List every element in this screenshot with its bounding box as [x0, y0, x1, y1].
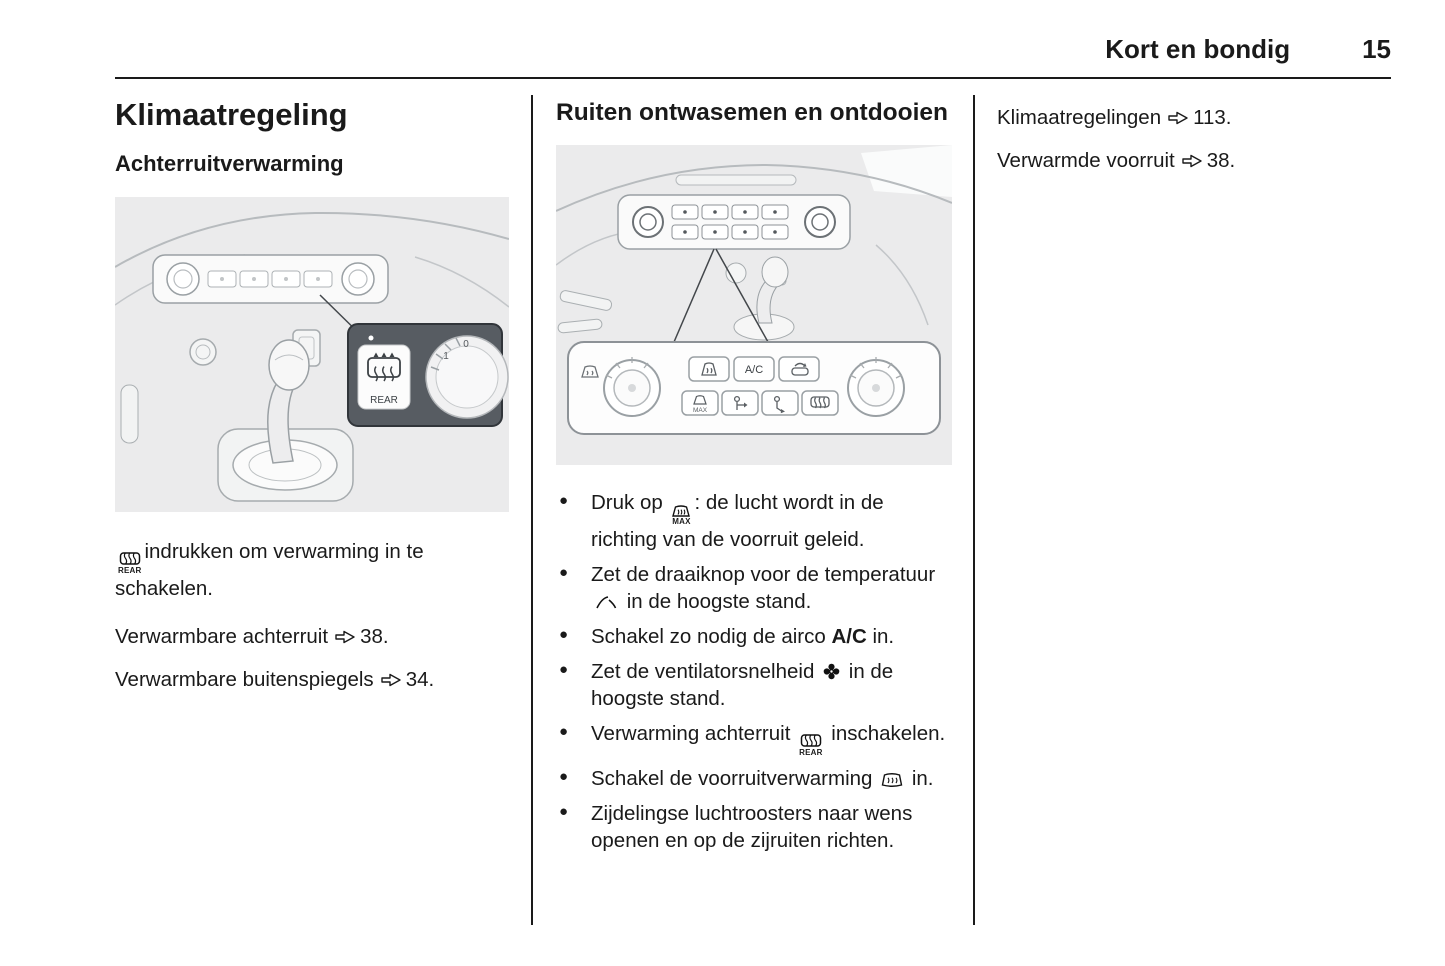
- page-ref-arrow-icon: [1168, 111, 1188, 125]
- page-ref-arrow-icon: [1182, 154, 1202, 168]
- reference-page-number: 34.: [405, 667, 435, 691]
- rear-heating-instruction: REAR indrukken om verwarming in te schak…: [115, 538, 511, 602]
- section-title-defrost: Ruiten ontwasemen en ontdooien: [556, 99, 949, 126]
- gear-shifter: [733, 256, 795, 341]
- temperature-dial-icon: [594, 594, 618, 610]
- rear-window-heating-icon: REAR: [799, 733, 822, 757]
- callout-climate-control-panel: A/C MAX: [567, 341, 941, 435]
- list-item: Schakel de voorruitverwarming in.: [556, 765, 953, 792]
- callout-pointer-line: [715, 248, 769, 343]
- list-item: Schakel zo nodig de airco A/C in.: [556, 623, 953, 650]
- page-reference-rear-window: Verwarmbare achterruit 38.: [115, 624, 511, 651]
- instruction-list: Druk op MAX: de lucht wordt in de richti…: [556, 489, 953, 854]
- callout-pointer-line: [673, 248, 715, 343]
- rear-defrost-button-icon: [810, 396, 830, 409]
- temperature-knob: [847, 357, 905, 417]
- column-divider-left: [531, 95, 533, 925]
- dial-label-one: 1: [443, 351, 449, 362]
- column-divider-right: [973, 95, 975, 925]
- climate-panel-strip: [617, 194, 851, 250]
- figure-console-rear-heating: REAR 0 1: [114, 197, 511, 512]
- middle-column: Ruiten ontwasemen en ontdooien: [555, 95, 953, 862]
- reference-label: Verwarmbare buitenspiegels: [115, 667, 374, 691]
- temperature-dial: 0 1: [425, 335, 509, 419]
- max-defrost-button: MAX: [693, 395, 708, 414]
- rear-icon-label: REAR: [799, 748, 823, 758]
- reference-label: Klimaatregelingen: [997, 106, 1162, 129]
- dashboard-illustration: A/C MAX: [555, 145, 953, 465]
- page-reference-climate-controls: Klimaatregelingen 113.: [997, 105, 1393, 132]
- airflow-floor-button-icon: [773, 395, 785, 414]
- dial-label-zero: 0: [463, 339, 469, 350]
- ac-label: A/C: [831, 625, 867, 649]
- climate-panel-strip: [152, 254, 389, 304]
- reference-page-number: 38.: [360, 625, 389, 649]
- list-item: Verwarming achterruit REAR inschakelen.: [556, 720, 953, 757]
- defrost-button-icon: [701, 362, 717, 376]
- gear-shifter: [217, 339, 354, 502]
- reference-label: Verwarmde voorruit: [997, 148, 1175, 172]
- hazard-button: [189, 338, 217, 366]
- page-ref-arrow-icon: [335, 630, 355, 644]
- windshield-icon: [581, 365, 599, 378]
- page-reference-heated-windshield: Verwarmde voorruit 38.: [997, 148, 1393, 175]
- rear-heating-instruction-text: indrukken om verwarming in te schakelen.: [115, 540, 424, 600]
- airflow-body-button-icon: [733, 395, 748, 410]
- subsection-title-rear-heating: Achterruitverwarming: [115, 151, 344, 176]
- rear-button-label: REAR: [370, 395, 398, 406]
- list-item: Druk op MAX: de lucht wordt in de richti…: [556, 489, 953, 553]
- recirculation-button-icon: [791, 362, 809, 376]
- max-button-label: MAX: [693, 407, 708, 414]
- ac-button-label: A/C: [745, 364, 763, 376]
- fan-speed-knob: [603, 357, 661, 417]
- reference-page-number: 113.: [1193, 106, 1232, 129]
- list-item: Zijdelingse luchtroosters naar wens open…: [556, 800, 953, 854]
- page-reference-mirrors: Verwarmbare buitenspiegels 34.: [115, 667, 511, 694]
- chapter-title: Kort en bondig: [1105, 34, 1291, 64]
- rear-window-heating-icon: REAR: [118, 551, 141, 575]
- fan-speed-icon: [823, 663, 840, 680]
- section-title-climate: Klimaatregeling: [115, 97, 348, 132]
- left-column: Klimaatregeling Achterruitverwarming: [114, 95, 511, 694]
- figure-dashboard-climate-panel: A/C MAX: [555, 145, 953, 465]
- reference-label: Verwarmbare achterruit: [115, 625, 329, 649]
- page-header: Kort en bondig 15: [115, 34, 1391, 79]
- max-defrost-icon: MAX: [671, 504, 691, 526]
- list-item: Zet de draaiknop voor de temperatuur in …: [556, 561, 953, 615]
- reference-page-number: 38.: [1206, 148, 1236, 172]
- max-icon-label: MAX: [672, 517, 691, 526]
- list-item: Zet de ventilatorsnelheid in de hoogste …: [556, 658, 953, 712]
- page-ref-arrow-icon: [380, 673, 401, 687]
- page-number: 15: [1362, 34, 1391, 64]
- console-illustration: REAR 0 1: [114, 197, 510, 512]
- rear-icon-label: REAR: [118, 566, 142, 575]
- windshield-heating-icon: [881, 772, 903, 788]
- right-column: Klimaatregelingen 113. Verwarmde voorruit…: [997, 95, 1393, 190]
